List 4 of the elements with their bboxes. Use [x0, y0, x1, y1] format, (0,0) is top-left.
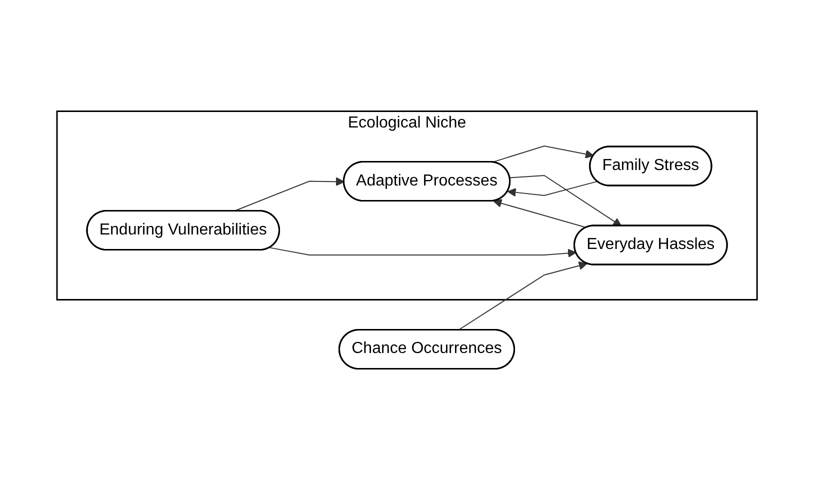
arrow — [270, 246, 577, 258]
arrow — [508, 180, 598, 196]
arrow — [510, 174, 622, 226]
arrow — [458, 260, 588, 330]
